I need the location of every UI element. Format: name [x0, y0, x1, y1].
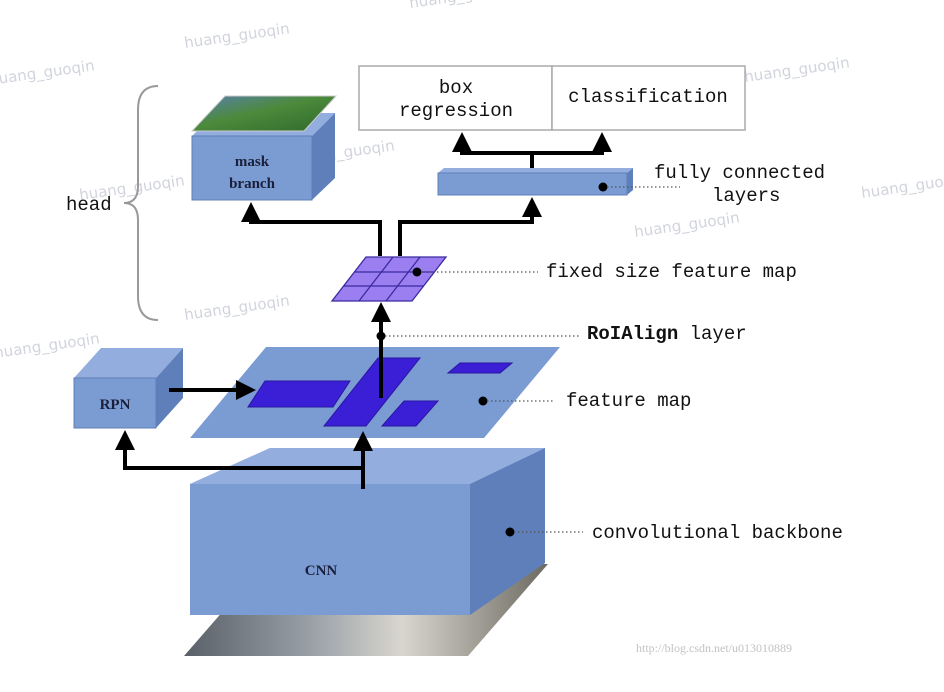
convolutional-backbone-label: convolutional backbone — [592, 522, 843, 544]
watermark: huang_guoqin — [0, 56, 96, 90]
roi-head-arrows — [241, 197, 542, 256]
watermark: huang_guoqin — [183, 19, 291, 53]
fixed-size-feature-map-label: fixed size feature map — [546, 261, 797, 283]
box-regression-box: box regression — [358, 65, 553, 131]
roialign-arrow — [371, 302, 580, 398]
svg-text:CNN: CNN — [305, 563, 338, 579]
watermark: huang_guoqin — [860, 169, 944, 203]
watermark: huang_guoqin — [743, 53, 851, 87]
svg-text:RPN: RPN — [100, 397, 131, 413]
source-url: http://blog.csdn.net/u013010889 — [636, 641, 792, 655]
svg-text:box: box — [439, 77, 473, 99]
roialign-label: RoIAlign layer — [587, 323, 747, 345]
backbone-arrows — [115, 430, 373, 489]
svg-text:regression: regression — [399, 100, 513, 122]
feature-map-label: feature map — [566, 390, 691, 412]
head-brace — [123, 85, 159, 321]
rpn-block: RPN — [73, 348, 183, 429]
fixed-size-feature-map — [330, 256, 538, 302]
fc-output-arrows — [452, 132, 612, 172]
svg-text:classification: classification — [568, 86, 728, 108]
fully-connected-label-2: layers — [712, 185, 780, 207]
head-label: head — [66, 194, 112, 216]
fully-connected-layer-bar — [437, 168, 680, 196]
watermark: huang_guoqin — [0, 329, 101, 363]
watermark: huang_guoqin — [633, 208, 741, 242]
watermark: huang_guoqin — [183, 291, 291, 325]
svg-text:mask: mask — [235, 154, 270, 170]
mask-branch-block: mask branch — [190, 95, 338, 201]
cnn-block: CNN — [190, 448, 583, 615]
classification-box: classification — [551, 65, 746, 131]
feature-map-plane — [190, 347, 560, 438]
fully-connected-label-1: fully connected — [654, 162, 825, 184]
svg-text:branch: branch — [229, 176, 276, 192]
watermark: huang_guoqin — [408, 0, 516, 13]
